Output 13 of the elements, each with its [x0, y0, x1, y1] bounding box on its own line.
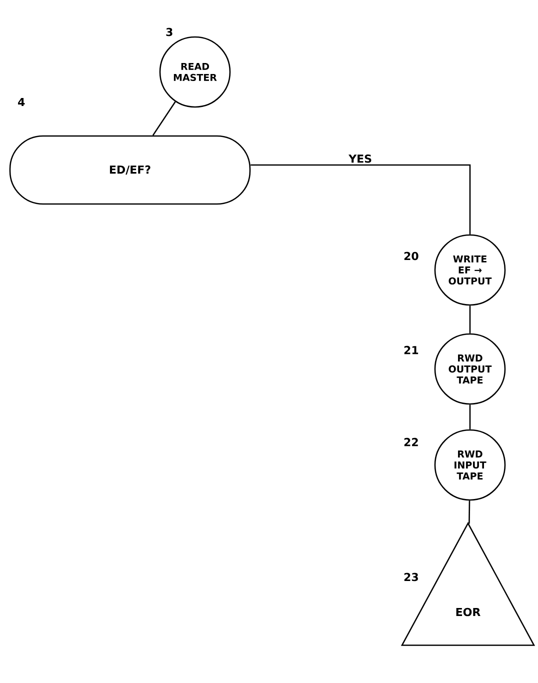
step-number: 21: [404, 346, 418, 354]
connector-line: [250, 164, 471, 234]
connector-line: [469, 404, 471, 430]
step-number: 23: [404, 572, 418, 582]
edge-label: YES: [348, 154, 372, 163]
connector-line: [152, 101, 176, 136]
decision-box: ED/EF?: [9, 135, 251, 205]
step-number: 20: [404, 252, 418, 260]
connector-line: [468, 500, 470, 524]
step-number: 22: [404, 438, 418, 446]
step-number: 3: [166, 28, 172, 36]
step-number: 4: [18, 98, 25, 106]
connector-line: [469, 306, 471, 334]
